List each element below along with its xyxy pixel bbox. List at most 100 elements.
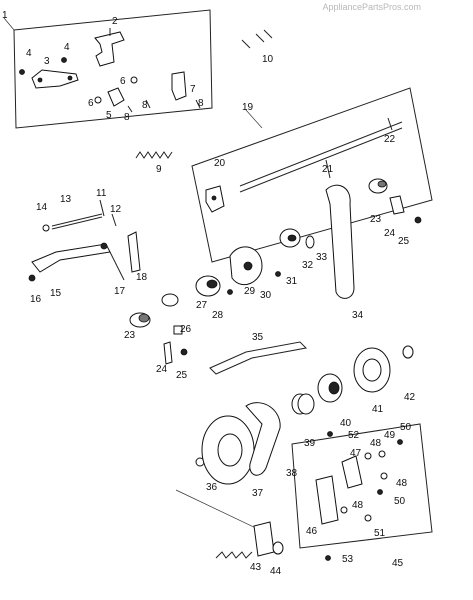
part-34-belt[interactable] <box>325 184 355 299</box>
label-28: 28 <box>212 310 224 321</box>
label-44: 44 <box>270 566 282 577</box>
part-40-pulley[interactable] <box>317 373 343 403</box>
label-43: 43 <box>250 562 262 573</box>
label-17: 17 <box>114 286 126 297</box>
part-30-fan-gear[interactable] <box>229 246 263 286</box>
part-4-screws[interactable] <box>19 57 67 75</box>
label-25a: 25 <box>176 370 188 381</box>
part-42-washer[interactable] <box>402 345 414 359</box>
part-21-pin[interactable] <box>325 159 331 179</box>
label-30: 30 <box>260 290 272 301</box>
part-15-arm[interactable] <box>31 242 111 273</box>
label-24a: 24 <box>156 364 168 375</box>
label-52: 52 <box>348 430 360 441</box>
part-19-main-plate[interactable] <box>191 87 433 263</box>
label-6a: 6 <box>120 76 126 87</box>
part-11-pin[interactable] <box>99 199 105 217</box>
part-33-washer[interactable] <box>305 235 315 249</box>
label-33: 33 <box>316 252 328 263</box>
part-26-clip[interactable] <box>173 325 183 335</box>
label-42: 42 <box>404 392 416 403</box>
part-16-screw[interactable] <box>28 274 36 282</box>
part-44-cap[interactable] <box>272 541 284 555</box>
label-13: 13 <box>60 194 72 205</box>
label-4a: 4 <box>26 48 32 59</box>
part-37-large-gear[interactable] <box>201 415 255 485</box>
part-52-screw[interactable] <box>327 431 333 437</box>
part-31-screw[interactable] <box>275 271 281 277</box>
label-26: 26 <box>180 324 192 335</box>
part-9-spring[interactable] <box>135 151 173 159</box>
part-43-spring-bracket[interactable] <box>215 521 275 559</box>
part-48-washers[interactable] <box>340 452 388 514</box>
label-15: 15 <box>50 288 62 299</box>
part-32-pulley[interactable] <box>279 228 301 248</box>
label-7: 7 <box>190 84 196 95</box>
callout-labels: 1 2 3 4 4 5 6 6 7 8 8 8 9 10 11 12 13 14… <box>2 10 416 577</box>
part-10-screws[interactable] <box>241 29 273 49</box>
label-46: 46 <box>306 526 318 537</box>
part-53-screw[interactable] <box>325 555 331 561</box>
label-9: 9 <box>156 164 162 175</box>
label-47: 47 <box>350 448 362 459</box>
part-41-drum[interactable] <box>353 347 391 393</box>
label-22: 22 <box>384 134 396 145</box>
part-28-cam[interactable] <box>195 275 221 297</box>
label-40: 40 <box>340 418 352 429</box>
part-14-washer[interactable] <box>42 224 50 232</box>
part-25-screws[interactable] <box>180 216 422 356</box>
label-10: 10 <box>262 54 274 65</box>
label-8a: 8 <box>142 100 148 111</box>
label-23b: 23 <box>370 214 382 225</box>
label-6b: 6 <box>88 98 94 109</box>
label-29: 29 <box>244 286 256 297</box>
part-29-screw[interactable] <box>227 289 233 295</box>
part-8-pins[interactable] <box>127 99 201 113</box>
label-2: 2 <box>112 16 118 27</box>
part-20-latch[interactable] <box>205 185 225 213</box>
part-12-pin[interactable] <box>111 213 117 227</box>
part-38-belt[interactable] <box>245 402 281 476</box>
label-20: 20 <box>214 158 226 169</box>
label-48b: 48 <box>396 478 408 489</box>
label-11: 11 <box>96 188 107 199</box>
label-3: 3 <box>44 56 50 67</box>
label-50a: 50 <box>400 422 412 433</box>
part-23-roller-left[interactable] <box>129 312 151 328</box>
part-50-screws[interactable] <box>377 439 403 495</box>
label-25b: 25 <box>398 236 410 247</box>
part-47-lever[interactable] <box>341 455 363 489</box>
part-18-link[interactable] <box>127 231 141 273</box>
shaft-rail <box>239 121 403 193</box>
part-17-rod[interactable] <box>109 251 125 281</box>
part-23-roller-right[interactable] <box>368 178 388 194</box>
label-41: 41 <box>372 404 384 415</box>
label-49: 49 <box>384 430 396 441</box>
part-6-washers[interactable] <box>94 76 138 104</box>
label-14: 14 <box>36 202 48 213</box>
part-3-linkage[interactable] <box>31 69 79 89</box>
label-8c: 8 <box>198 98 204 109</box>
label-48a: 48 <box>370 438 382 449</box>
part-13-shaft[interactable] <box>51 213 103 230</box>
part-24-bracket-right[interactable] <box>389 195 405 215</box>
part-5-lever[interactable] <box>107 87 125 107</box>
label-21: 21 <box>322 164 334 175</box>
watermark-text: AppliancePartsPros.com <box>322 2 421 12</box>
part-7-clip[interactable] <box>171 71 187 101</box>
label-34: 34 <box>352 310 364 321</box>
part-24-bracket-left[interactable] <box>163 341 173 365</box>
base-plate <box>175 489 261 531</box>
part-35-bar[interactable] <box>209 341 308 375</box>
part-27-spacer[interactable] <box>161 293 179 307</box>
label-27: 27 <box>196 300 208 311</box>
part-39-spring-roller[interactable] <box>291 393 315 415</box>
part-22-pin[interactable] <box>387 117 393 131</box>
label-19: 19 <box>242 102 254 113</box>
part-2-bracket[interactable] <box>94 28 125 67</box>
label-8b: 8 <box>124 112 130 123</box>
part-51-nut[interactable] <box>364 514 372 522</box>
label-39: 39 <box>304 438 316 449</box>
part-49-washer[interactable] <box>378 450 386 458</box>
part-46-bracket[interactable] <box>315 475 339 525</box>
